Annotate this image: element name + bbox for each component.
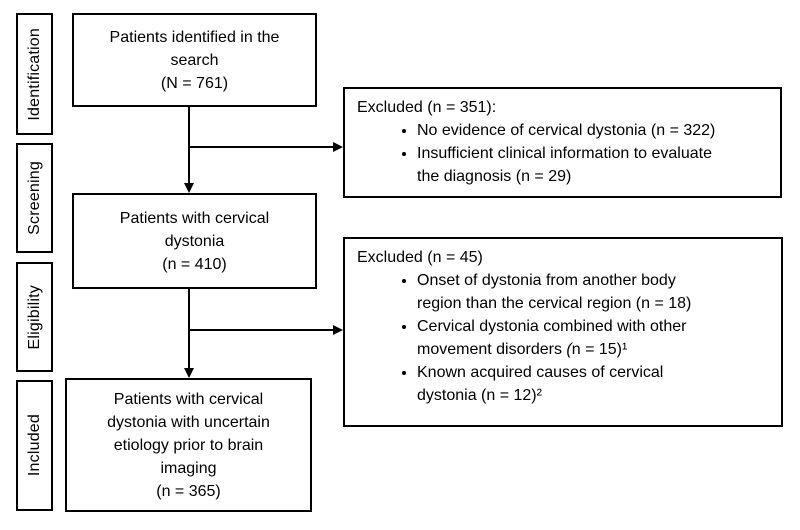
exclusion-box-screening-title: Excluded (n = 351): (357, 99, 497, 116)
stage-box-included: Included (16, 380, 53, 511)
exclusion-box-eligibility-list: Onset of dystonia from another body regi… (357, 269, 769, 407)
exclusion-box-eligibility-title: Excluded (n = 45) (357, 249, 483, 266)
exclusion-reason-text: n = 15)¹ (571, 341, 628, 358)
exclusion-reason: Known acquired causes of cervical dyston… (417, 361, 769, 407)
exclusion-reason-italic-paren: ( (566, 341, 572, 358)
arrow-line-to-exclusion-second (189, 329, 333, 331)
exclusion-reason: No evidence of cervical dystonia (n = 32… (417, 119, 768, 142)
exclusion-box-screening-list: No evidence of cervical dystonia (n = 32… (357, 119, 768, 188)
arrowhead-right-exclusion-first (333, 142, 343, 152)
stage-box-identification: Identification (16, 13, 53, 135)
exclusion-box-screening: Excluded (n = 351): No evidence of cervi… (343, 87, 782, 198)
flow-box-cervical-dystonia: Patients with cervical dystonia (n = 410… (72, 193, 317, 289)
exclusion-reason: Cervical dystonia combined with other mo… (417, 315, 769, 361)
arrowhead-down-included (184, 368, 194, 378)
exclusion-reason: Insufficient clinical information to eva… (417, 142, 768, 188)
stage-box-eligibility: Eligibility (16, 262, 53, 372)
stage-box-screening: Screening (16, 143, 53, 253)
stage-label-included: Included (25, 414, 43, 477)
arrowhead-right-exclusion-second (333, 325, 343, 335)
flow-box-patients-identified: Patients identified in the search (N = 7… (72, 13, 317, 107)
arrowhead-down-screening (184, 183, 194, 193)
exclusion-box-eligibility: Excluded (n = 45) Onset of dystonia from… (343, 237, 783, 427)
stage-label-identification: Identification (25, 27, 43, 121)
exclusion-reason-text: Cervical dystonia combined with other mo… (417, 318, 687, 358)
arrow-line-to-exclusion-first (189, 146, 333, 148)
flow-box-uncertain-etiology: Patients with cervical dystonia with unc… (65, 378, 312, 512)
arrow-line-screening-to-included (188, 289, 190, 368)
flow-box-patients-identified-text: Patients identified in the search (N = 7… (109, 28, 280, 92)
stage-label-eligibility: Eligibility (25, 284, 43, 350)
flow-box-cervical-dystonia-text: Patients with cervical dystonia (n = 410… (119, 209, 270, 273)
arrow-line-identification-to-screening (188, 107, 190, 183)
flow-box-uncertain-etiology-text: Patients with cervical dystonia with unc… (107, 390, 270, 500)
exclusion-reason: Onset of dystonia from another body regi… (417, 269, 769, 315)
stage-label-screening: Screening (25, 161, 43, 235)
